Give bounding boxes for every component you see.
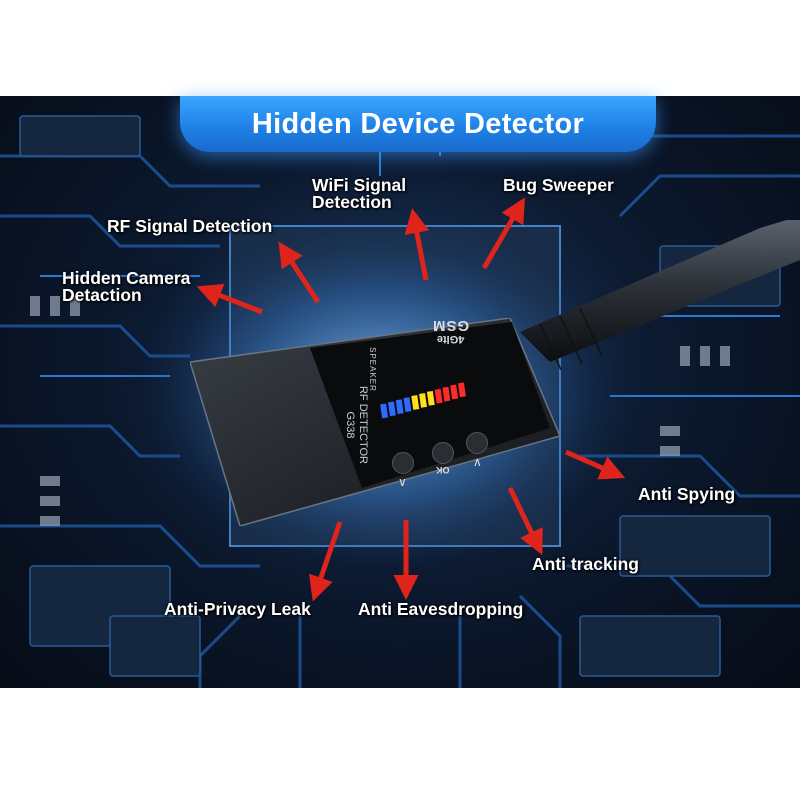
- label-wifi-line-2: Detection: [312, 192, 392, 212]
- label-anti-spying: Anti Spying: [638, 484, 736, 504]
- label-hidden-camera: Hidden Camera Detaction: [62, 268, 191, 305]
- signal-led-bar: [380, 382, 466, 419]
- antenna: [520, 220, 800, 370]
- label-wifi-detection: WiFi Signal Detection: [312, 175, 407, 212]
- led-2: [387, 401, 396, 417]
- down-button[interactable]: [392, 452, 414, 474]
- label-anti-eavesdropping: Anti Eavesdropping: [358, 599, 524, 619]
- up-button[interactable]: [466, 432, 488, 454]
- led-3: [395, 399, 404, 415]
- led-9: [442, 386, 451, 402]
- led-8: [434, 388, 443, 404]
- led-1: [380, 403, 389, 419]
- page-title: Hidden Device Detector: [251, 107, 585, 140]
- title-banner: Hidden Device Detector: [180, 96, 656, 152]
- chevron-up-icon: ∧: [473, 455, 482, 469]
- led-6: [419, 393, 427, 408]
- ok-button[interactable]: [432, 442, 454, 464]
- label-wifi-line-1: WiFi Signal: [312, 175, 407, 195]
- label-bug-sweeper: Bug Sweeper: [503, 175, 614, 195]
- label-hidden-camera-line-1: Hidden Camera: [62, 268, 191, 288]
- arrow-hidden-camera: [196, 283, 263, 315]
- led-10: [450, 384, 459, 400]
- led-4: [403, 397, 412, 412]
- arrow-bug-sweeper: [481, 197, 526, 270]
- arrow-rf-signal: [278, 241, 321, 304]
- arrow-wifi: [404, 208, 430, 281]
- label-rf-signal-detection: RF Signal Detection: [107, 216, 273, 236]
- led-5: [411, 395, 420, 410]
- chevron-down-icon: ∨: [398, 475, 407, 489]
- led-7: [426, 390, 435, 406]
- arrow-anti-tracking: [507, 486, 543, 556]
- label-hidden-camera-line-2: Detaction: [62, 285, 142, 305]
- led-11: [457, 382, 466, 398]
- arrow-anti-privacy: [309, 521, 343, 602]
- label-anti-tracking: Anti tracking: [532, 554, 639, 574]
- label-anti-privacy-leak: Anti-Privacy Leak: [164, 599, 311, 619]
- arrow-anti-spying: [564, 449, 626, 480]
